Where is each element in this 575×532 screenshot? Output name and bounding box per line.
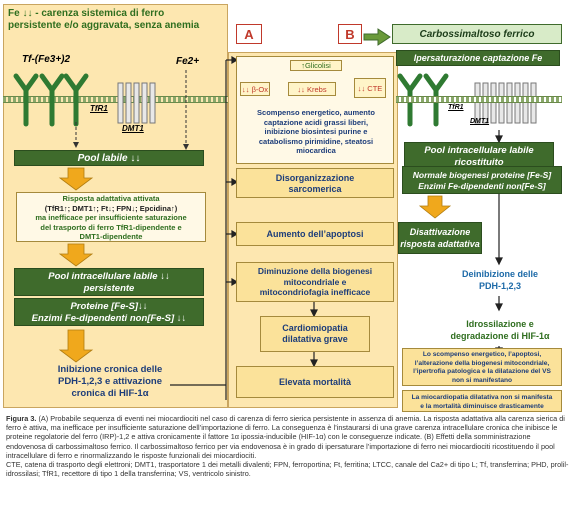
ipersaturazione-box: Ipersaturazione captazione Fe <box>396 50 560 66</box>
result-1-line2: l’alterazione della biogenesi mitocondri… <box>414 359 550 367</box>
normal-biogenesis-box: Normale biogenesi proteine [Fe-S] Enzimi… <box>402 166 562 194</box>
proteins-box: Proteine [Fe-S]↓↓ Enzimi Fe-dipendenti n… <box>14 298 204 326</box>
caption-abbreviations: CTE, catena di trasporto degli elettroni… <box>6 460 569 479</box>
fe2-label: Fe2+ <box>176 56 200 67</box>
adaptive-line2: (TfR1↑; DMT1↑; Ft↓; FPN↓; Epcidina↑) <box>44 203 178 213</box>
result-2-line2: e la mortalità diminuisce drasticamente <box>420 403 544 410</box>
inhibition-line1: Inibizione cronica delle <box>57 364 163 375</box>
energy-text: Scompenso energetico, aumento captazione… <box>238 108 394 156</box>
membrane-a <box>3 96 228 103</box>
pool-persistent-line2: persistente <box>83 283 135 294</box>
deinhibition-line1: Deinibizione delle <box>461 269 538 279</box>
hydroxylation-text: Idrossilazione e degradazione di HIF-1α <box>440 318 560 342</box>
biogenesis-box: Diminuzione della biogenesi mitocondrial… <box>236 262 394 302</box>
pool-persistent-line1: Pool intracellulare labile ↓↓ <box>48 271 170 282</box>
krebs-box: ↓↓ Krebs <box>288 82 336 96</box>
dmt1-label: DMT1 <box>122 124 144 133</box>
mortality-box: Elevata mortalità <box>236 366 394 398</box>
caption-text: (A) Probabile sequenza di eventi nei mio… <box>6 414 565 460</box>
pool-labile-box: Pool labile ↓↓ <box>14 150 204 166</box>
deinhibition-line2: PDH-1,2,3 <box>478 281 522 291</box>
metabolism-box <box>236 56 394 164</box>
pool-restored-line2: ricostituito <box>454 157 504 168</box>
result-2-line1: La miocardiopatia dilatativa non si mani… <box>411 394 553 401</box>
figure-caption: Figura 3. (A) Probabile sequenza di even… <box>6 414 570 478</box>
cte-box: ↓↓ CTE <box>354 78 386 98</box>
panel-a-title: Fe ↓↓ - carenza sistemica di ferro persi… <box>8 8 233 32</box>
proteins-line2: Enzimi Fe-dipendenti non[Fe-S] ↓↓ <box>31 313 187 324</box>
disorganization-line1: Disorganizzazione <box>275 173 355 183</box>
energy-line2: captazione acidi grassi liberi, <box>263 117 369 127</box>
panel-a-title-line2: persistente e/o aggravata, senza anemia <box>8 20 200 31</box>
pool-restored-line1: Pool intracellulare labile <box>424 145 534 156</box>
adaptive-line3: ma inefficace per insufficiente saturazi… <box>35 213 187 222</box>
hydroxylation-line2: degradazione di HIF-1α <box>450 331 550 341</box>
tfr1-label: TfR1 <box>90 104 108 113</box>
deactivation-box: Disattivazione risposta adattativa <box>398 222 482 254</box>
caption-figure-label: Figura 3. <box>6 414 37 423</box>
deactivation-line1: Disattivazione <box>409 227 471 237</box>
panel-a-title-line1: Fe ↓↓ - carenza sistemica di ferro <box>8 8 165 19</box>
membrane-b <box>396 96 562 103</box>
tfr1-label-b: TfR1 <box>448 104 464 111</box>
panel-a-letter: A <box>236 24 262 44</box>
inhibition-line2: PDH-1,2,3 e attivazione <box>57 376 162 387</box>
energy-line5: miocardica <box>296 146 336 155</box>
cardiomyopathy-line1: Cardiomiopatia <box>282 323 348 333</box>
result-1-box: Lo scompenso energetico, l’apoptosi, l’a… <box>402 348 562 386</box>
adaptive-line1: Risposta adattativa attivata <box>62 194 160 203</box>
biogenesis-line2: mitocondriale e <box>283 276 347 287</box>
inhibition-line3: cronica di HIF-1α <box>71 388 149 399</box>
adaptive-line5: DMT1-dipendente <box>79 232 143 241</box>
dmt1-label-b: DMT1 <box>470 118 490 125</box>
caption-paragraph-1: Figura 3. (A) Probabile sequenza di even… <box>6 414 570 460</box>
pool-persistent-box: Pool intracellulare labile ↓↓ persistent… <box>14 268 204 296</box>
apoptosis-box: Aumento dell’apoptosi <box>236 222 394 246</box>
energy-line1: Scompenso energetico, aumento <box>257 108 375 117</box>
result-1-line4: non si manifestano <box>451 376 513 384</box>
carbossimaltoso-box: Carbossimaltoso ferrico <box>392 24 562 44</box>
deinhibition-text: Deinibizione delle PDH-1,2,3 <box>450 268 550 292</box>
inhibition-text: Inibizione cronica delle PDH-1,2,3 e att… <box>40 364 180 400</box>
normal-biogenesis-line2: Enzimi Fe-dipendenti non[Fe-S] <box>418 181 546 191</box>
panel-b-letter: B <box>338 24 362 44</box>
energy-line4: catabolismo pirimidine, steatosi <box>258 136 374 146</box>
deactivation-line2: risposta adattativa <box>400 238 480 249</box>
biogenesis-line3: mitocondriofagia inefficace <box>259 287 371 297</box>
biogenesis-line1: Diminuzione della biogenesi <box>257 266 373 276</box>
proteins-line1: Proteine [Fe-S]↓↓ <box>70 301 148 312</box>
result-2-box: La miocardiopatia dilatativa non si mani… <box>402 390 562 412</box>
adaptive-response-box: Risposta adattativa attivata (TfR1↑; DMT… <box>16 192 206 242</box>
adaptive-line4: del trasporto di ferro TfR1-dipendente e <box>40 222 182 232</box>
hydroxylation-line1: Idrossilazione e <box>466 319 534 329</box>
pool-restored-box: Pool intracellulare labile ricostituito <box>404 142 554 170</box>
cardiomyopathy-box: Cardiomiopatia dilatativa grave <box>260 316 370 352</box>
disorganization-line2: sarcomerica <box>288 184 342 194</box>
result-1-line1: Lo scompenso energetico, l’apoptosi, <box>422 351 542 358</box>
cardiomyopathy-line2: dilatativa grave <box>282 334 348 344</box>
disorganization-box: Disorganizzazione sarcomerica <box>236 168 394 198</box>
result-1-line3: l’ipertrofia patologica e la dilatazione… <box>413 368 551 375</box>
tf-label: Tf-(Fe3+)2 <box>22 54 71 65</box>
energy-line3: inibizione biosintesi purine e <box>264 127 368 136</box>
glicolisi-box: ↑Glicolisi <box>290 60 342 71</box>
beta-ox-box: ↓↓ β-Ox <box>240 82 270 96</box>
normal-biogenesis-line1: Normale biogenesi proteine [Fe-S] <box>412 170 552 180</box>
